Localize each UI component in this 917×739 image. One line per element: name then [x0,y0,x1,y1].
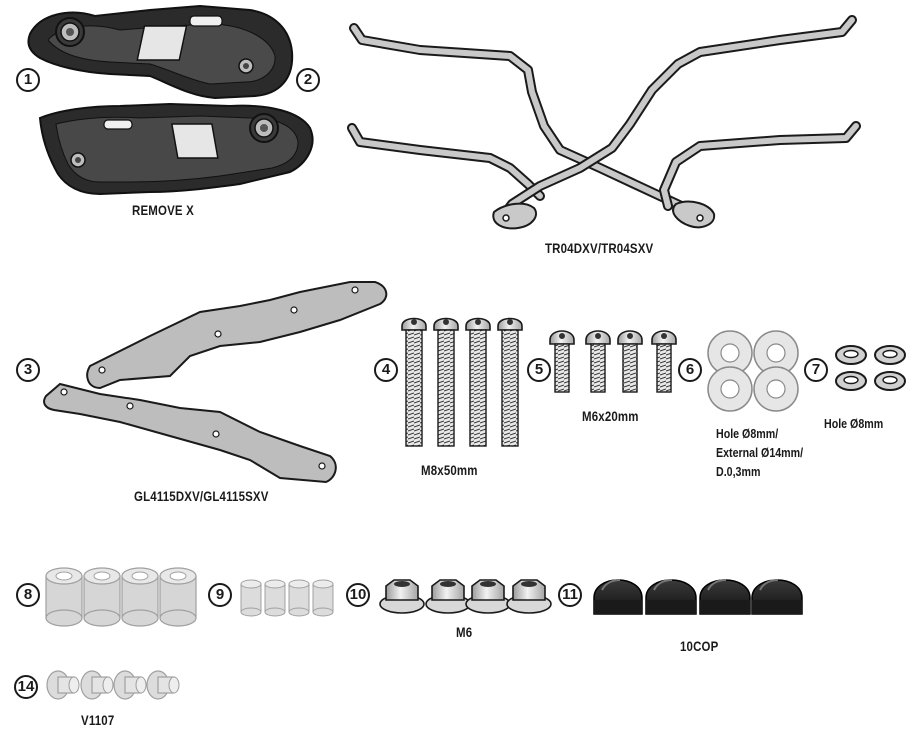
lock-washers [835,345,906,391]
washer-spec-line-1: Hole Ø8mm/ [716,426,779,441]
part-number-5: 5 [527,358,551,382]
flange-nut [425,579,471,614]
short-screws [549,330,677,393]
part-number-7: 7 [804,358,828,382]
part-number-6: 6 [678,358,702,382]
lock-washer [874,345,906,365]
part-number-10: 10 [346,583,370,607]
bushing [146,670,180,700]
washer-spec-line-3: D.0,3mm [716,464,761,479]
cover-part-2 [38,102,314,196]
part-number-1: 1 [16,68,40,92]
bushing [80,670,114,700]
large-spacer [45,567,83,627]
long-screws [401,317,523,447]
support-plates [43,281,388,484]
remove-label: REMOVE X [132,202,194,218]
flange-nut [379,579,425,614]
tube-frame-label: TR04DXV/TR04SXV [545,240,654,256]
long-screw-label: M8x50mm [421,462,478,478]
cap-nut [699,579,751,615]
caps-label: 10COP [680,638,719,654]
cap-nut [593,579,643,615]
small-spacer [288,579,310,617]
large-spacer [159,567,197,627]
short-screw [585,330,611,393]
flange-nut [506,579,552,614]
plates-label: GL4115DXV/GL4115SXV [134,488,269,504]
lock-washer [835,371,867,391]
long-screw [401,317,427,447]
part-number-14: 14 [14,675,38,699]
lock-washer [874,371,906,391]
part-number-2: 2 [296,68,320,92]
nut-label: M6 [456,624,473,640]
bushing [113,670,147,700]
bushings [46,670,180,700]
flange-nut [465,579,511,614]
part-number-9: 9 [208,583,232,607]
small-spacers [240,579,334,617]
small-spacer [312,579,334,617]
part-number-8: 8 [16,583,40,607]
short-screw [549,330,575,393]
short-screw-label: M6x20mm [582,408,639,424]
small-spacer [264,579,286,617]
cover-part-1 [27,4,294,100]
lockwasher-spec: Hole Ø8mm [824,416,884,431]
cap-nut [645,579,697,615]
lock-washer [835,345,867,365]
short-screw [617,330,643,393]
part-number-11: 11 [558,583,582,607]
flat-washer [707,330,753,376]
flat-washers [707,330,799,412]
bushing [46,670,80,700]
large-spacers [45,567,197,627]
large-spacer [83,567,121,627]
large-spacer [121,567,159,627]
long-screw [497,317,523,447]
flange-nuts [379,579,552,614]
long-screw [465,317,491,447]
flat-washer [707,366,753,412]
small-spacer [240,579,262,617]
part-number-4: 4 [374,358,398,382]
long-screw [433,317,459,447]
part-number-3: 3 [16,358,40,382]
tubular-frames [347,15,861,230]
short-screw [651,330,677,393]
bushing-label: V1107 [81,712,115,728]
cap-nut [751,579,803,615]
cap-nuts [593,579,803,615]
flat-washer [753,366,799,412]
washer-spec-line-2: External Ø14mm/ [716,445,804,460]
